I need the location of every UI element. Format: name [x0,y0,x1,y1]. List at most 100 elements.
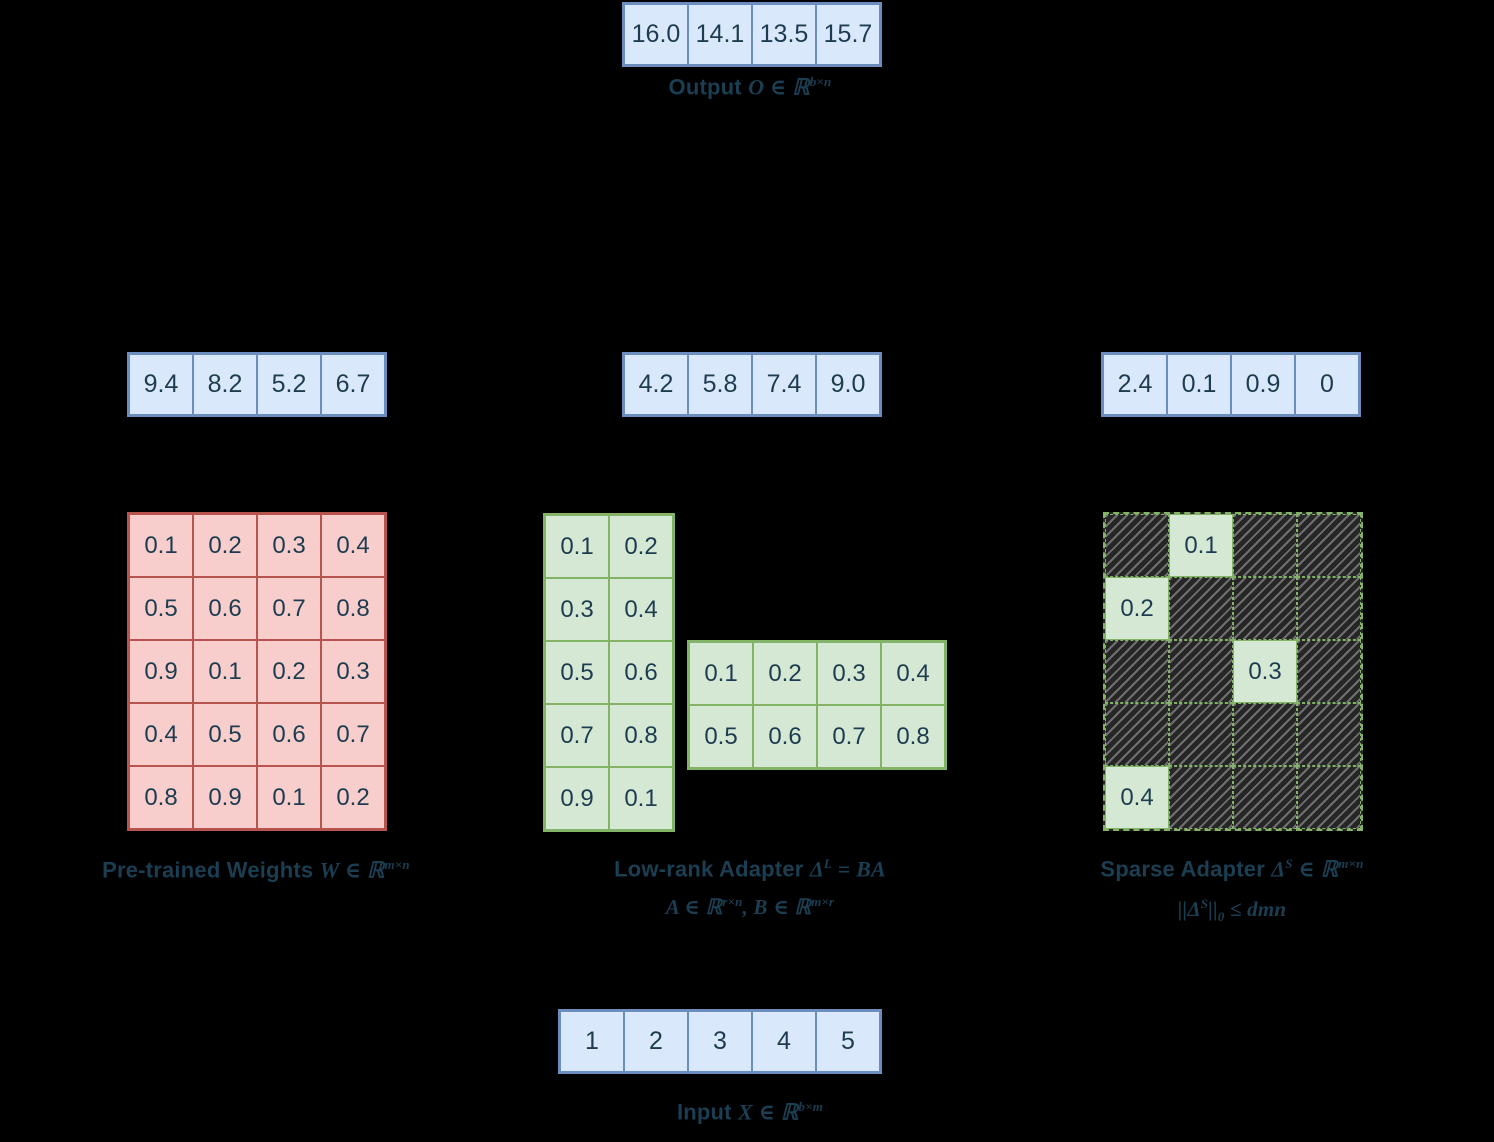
label-segment: A ∈ ℝ [665,895,723,919]
matrix-cell: 6.7 [321,354,385,415]
label-segment: L [823,856,832,871]
label-segment: S [1200,896,1209,911]
matrix-cell: 0.2 [193,514,257,577]
matrix-cell: 9.0 [816,354,880,415]
matrix-cell: 9.4 [129,354,193,415]
matrix-cell: 0.7 [257,577,321,640]
matrix-cell: 0.5 [689,705,753,768]
label-segment: 0 [1217,909,1225,925]
label-segment: b×m [798,1099,824,1114]
masked-cell [1105,514,1169,577]
matrix-cell: 0.4 [129,703,193,766]
matrix-cell: 0.6 [609,641,673,704]
matrix-cell: 0.6 [753,705,817,768]
matrix-cell: 0.1 [193,640,257,703]
matrix-cell: 5 [816,1011,880,1072]
matrix-cell: 4 [752,1011,816,1072]
matrix-cell: 0.1 [609,767,673,830]
matrix-cell: 5.2 [257,354,321,415]
matrix-cell: 0.8 [129,766,193,829]
matrix-cell: 0.2 [257,640,321,703]
matrix-cell: 0.2 [609,515,673,578]
matrix-cell: 0.8 [609,704,673,767]
pretrained-weights-label: Pre-trained Weights W ∈ ℝm×n [66,857,446,883]
label-segment: ||Δ [1177,897,1201,921]
matrix-cell: 0.2 [753,642,817,705]
lowrank-label-line2: A ∈ ℝr×n, B ∈ ℝm×r [560,894,940,920]
masked-cell [1297,514,1361,577]
matrix-cell: 0.5 [545,641,609,704]
matrix-cell: 0.4 [1105,766,1169,829]
label-segment: Pre-trained Weights [102,857,320,883]
label-segment: r×n [722,894,743,909]
matrix-cell: 1 [560,1011,624,1072]
matrix-cell: 0.9 [193,766,257,829]
matrix-cell: 0.9 [129,640,193,703]
sparse-label-line1: Sparse Adapter ΔS ∈ ℝm×n [1042,856,1422,882]
masked-cell [1297,766,1361,829]
matrix-cell: 13.5 [752,4,816,65]
matrix-cell: 0.7 [545,704,609,767]
masked-cell [1169,766,1233,829]
matrix-cell: 8.2 [193,354,257,415]
matrix-cell: 0.4 [609,578,673,641]
label-segment: m×n [1338,856,1364,871]
masked-cell [1105,640,1169,703]
matrix-cell: 0.4 [881,642,945,705]
masked-cell [1297,640,1361,703]
matrix-cell: 0.1 [1169,514,1233,577]
masked-cell [1169,640,1233,703]
matrix-cell: 0.6 [257,703,321,766]
matrix-cell: 7.4 [752,354,816,415]
matrix-cell: 0.3 [1233,640,1297,703]
label-segment: Low-rank Adapter [614,856,810,882]
label-segment: b×n [809,74,832,89]
matrix-cell: 0.1 [129,514,193,577]
matrix-cell: 0.2 [1105,577,1169,640]
masked-cell [1297,577,1361,640]
matrix-cell: 16.0 [624,4,688,65]
label-segment: S [1285,856,1293,871]
matrix-cell: 0.9 [1231,354,1295,415]
matrix-cell: 4.2 [624,354,688,415]
label-segment: ≤ dmn [1224,897,1287,921]
matrix-cell: 0.7 [321,703,385,766]
matrix-cell: 0.3 [257,514,321,577]
label-segment: || [1208,897,1218,921]
masked-cell [1233,703,1297,766]
label-segment: ∈ ℝ [1292,856,1339,882]
label-segment: O ∈ ℝ [748,74,810,100]
masked-cell [1297,703,1361,766]
output-label: Output O ∈ ℝb×n [560,74,940,100]
sparse-label-line2: ||ΔS||0 ≤ dmn [1042,896,1422,925]
matrix-cell: 0.5 [129,577,193,640]
matrix-cell: 0.7 [817,705,881,768]
label-segment: = BA [831,856,886,882]
input-label: Input X ∈ ℝb×m [560,1099,940,1125]
matrix-cell: 0 [1295,354,1359,415]
matrix-cell: 0.1 [545,515,609,578]
matrix-cell: 0.8 [881,705,945,768]
matrix-cell: 15.7 [816,4,880,65]
masked-cell [1233,577,1297,640]
matrix-cell: 0.1 [689,642,753,705]
label-segment: Input [676,1099,739,1125]
matrix-cell: 0.3 [545,578,609,641]
matrix-cell: 3 [688,1011,752,1072]
matrix-cell: 0.1 [1167,354,1231,415]
matrix-cell: 0.6 [193,577,257,640]
masked-cell [1169,703,1233,766]
matrix-cell: 0.3 [321,640,385,703]
label-segment: X ∈ ℝ [738,1099,799,1125]
matrix-cell: 0.8 [321,577,385,640]
label-segment: m×r [811,894,835,909]
matrix-cell: 2.4 [1103,354,1167,415]
